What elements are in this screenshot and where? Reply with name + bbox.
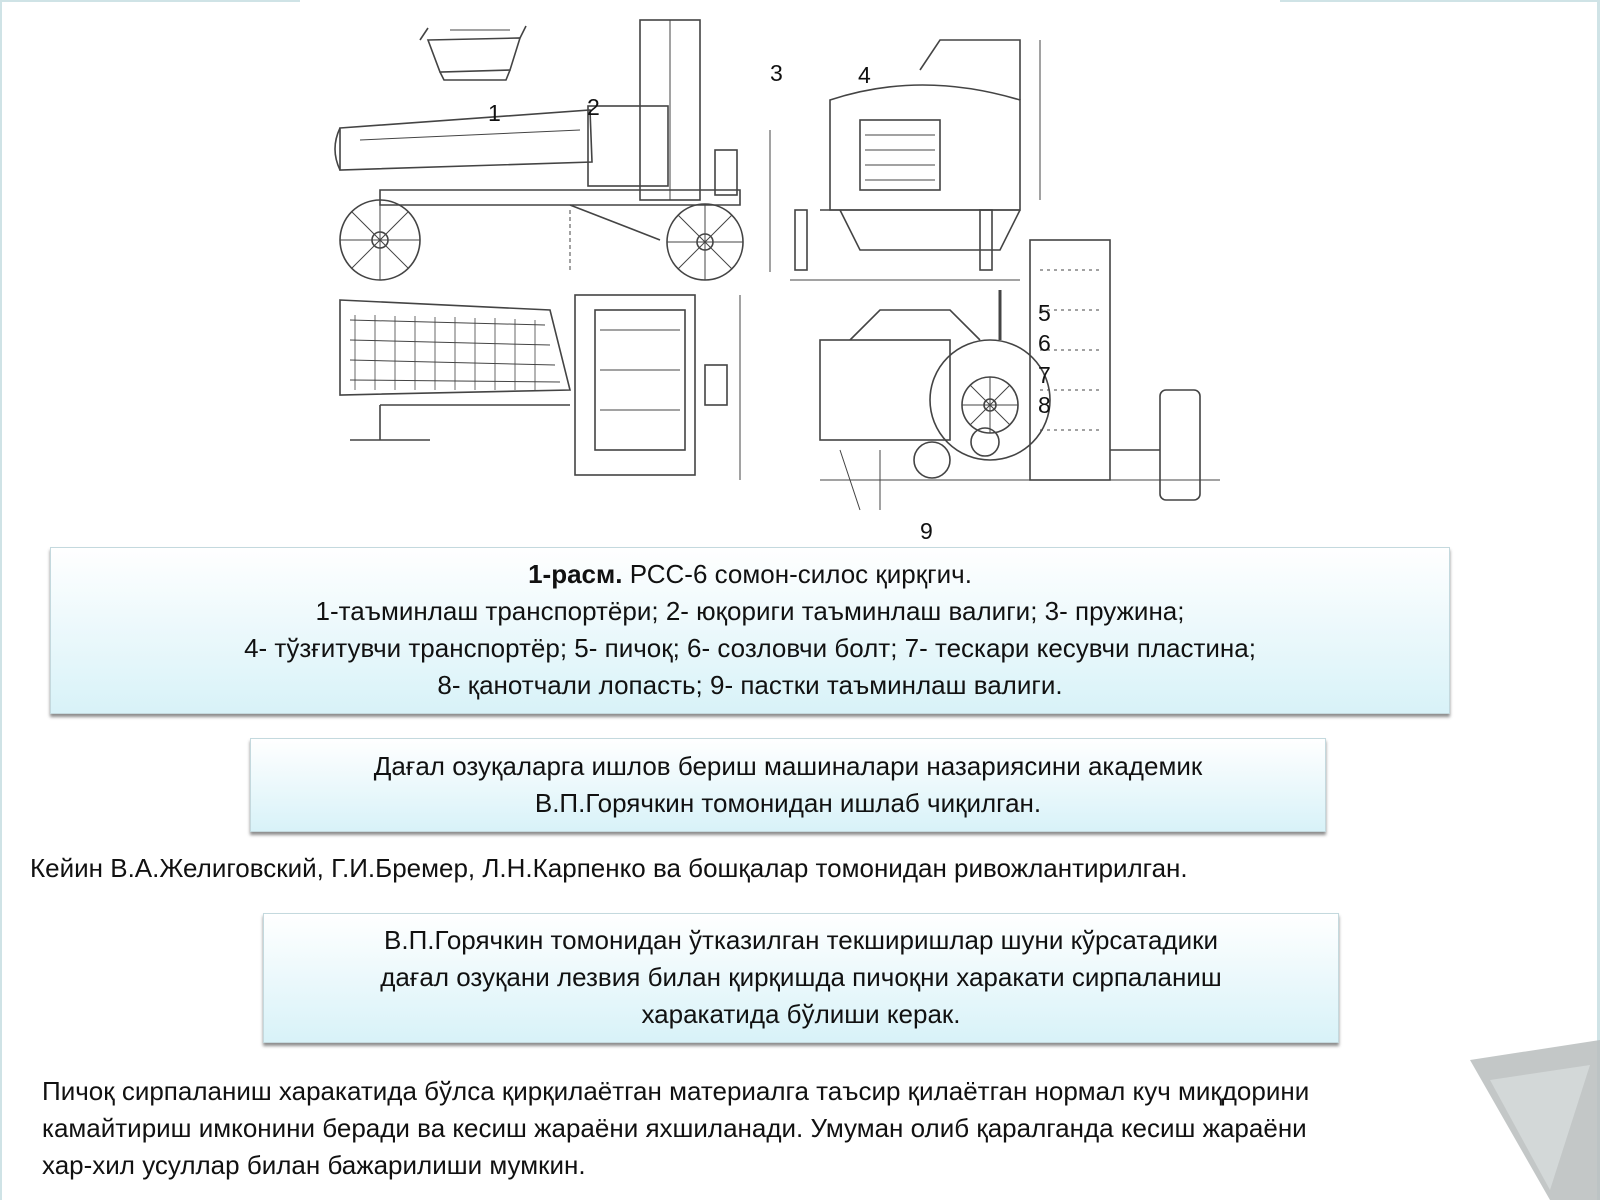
callout-5: 5 — [1038, 300, 1051, 326]
figure-caption: 1-расм. РСС-6 сомон-силос қирқгич. 1-таъ… — [50, 547, 1450, 714]
theory-line-1: Дағал озуқаларга ишлов бериш машиналари … — [373, 751, 1203, 781]
frame-left — [0, 0, 2, 1200]
callout-9: 9 — [920, 518, 933, 544]
machine-drawing — [320, 10, 1240, 540]
caption-title-line: 1-расм. РСС-6 сомон-силос қирқгич. — [51, 556, 1449, 593]
caption-bold-label: 1-расм. — [528, 559, 623, 589]
bottom-line-1: Пичоқ сирпаланиш харакатида бўлса қирқил… — [42, 1076, 1310, 1106]
caption-line-3: 4- тўзғитувчи транспортёр; 5- пичоқ; 6- … — [244, 633, 1256, 663]
research-line-3: харакатида бўлиши керак. — [641, 999, 961, 1029]
bottom-paragraph: Пичоқ сирпаланиш харакатида бўлса қирқил… — [42, 1073, 1309, 1184]
callout-3: 3 — [770, 60, 783, 86]
bottom-line-2: камайтириш имконини беради ва кесиш жара… — [42, 1113, 1307, 1143]
research-line-2: дағал озуқани лезвия билан қирқишда пичо… — [380, 962, 1222, 992]
caption-line-2: 1-таъминлаш транспортёри; 2- юқориги таъ… — [315, 596, 1185, 626]
page-curl-decoration — [1470, 1040, 1600, 1200]
caption-line-4: 8- қанотчали лопасть; 9- пастки таъминла… — [437, 670, 1063, 700]
development-text: Кейин В.А.Желиговский, Г.И.Бремер, Л.Н.К… — [30, 853, 1188, 883]
frame-top-right — [1280, 0, 1600, 2]
callout-4: 4 — [858, 62, 871, 88]
section-sketch — [419, 25, 527, 81]
front-view — [790, 39, 1041, 281]
callout-6: 6 — [1038, 330, 1051, 356]
plan-view — [339, 294, 741, 480]
frame-top-left — [0, 0, 300, 2]
callout-7: 7 — [1038, 362, 1051, 388]
caption-title: РСС-6 сомон-силос қирқгич. — [622, 559, 972, 589]
theory-box: Дағал озуқаларга ишлов бериш машиналари … — [250, 738, 1326, 832]
research-line-1: В.П.Горячкин томонидан ўтказилган текшир… — [384, 925, 1218, 955]
callout-2: 2 — [587, 94, 600, 120]
theory-line-2: В.П.Горячкин томонидан ишлаб чиқилган. — [534, 788, 1042, 818]
frame-right — [1597, 0, 1600, 1200]
cross-section — [819, 239, 1220, 511]
callout-1: 1 — [488, 100, 501, 126]
callout-8: 8 — [1038, 392, 1051, 418]
bottom-line-3: хар-хил усуллар билан бажарилиши мумкин. — [42, 1150, 586, 1180]
side-view — [334, 19, 771, 281]
research-box: В.П.Горячкин томонидан ўтказилган текшир… — [263, 913, 1339, 1043]
machine-drawing-svg — [334, 19, 1220, 511]
